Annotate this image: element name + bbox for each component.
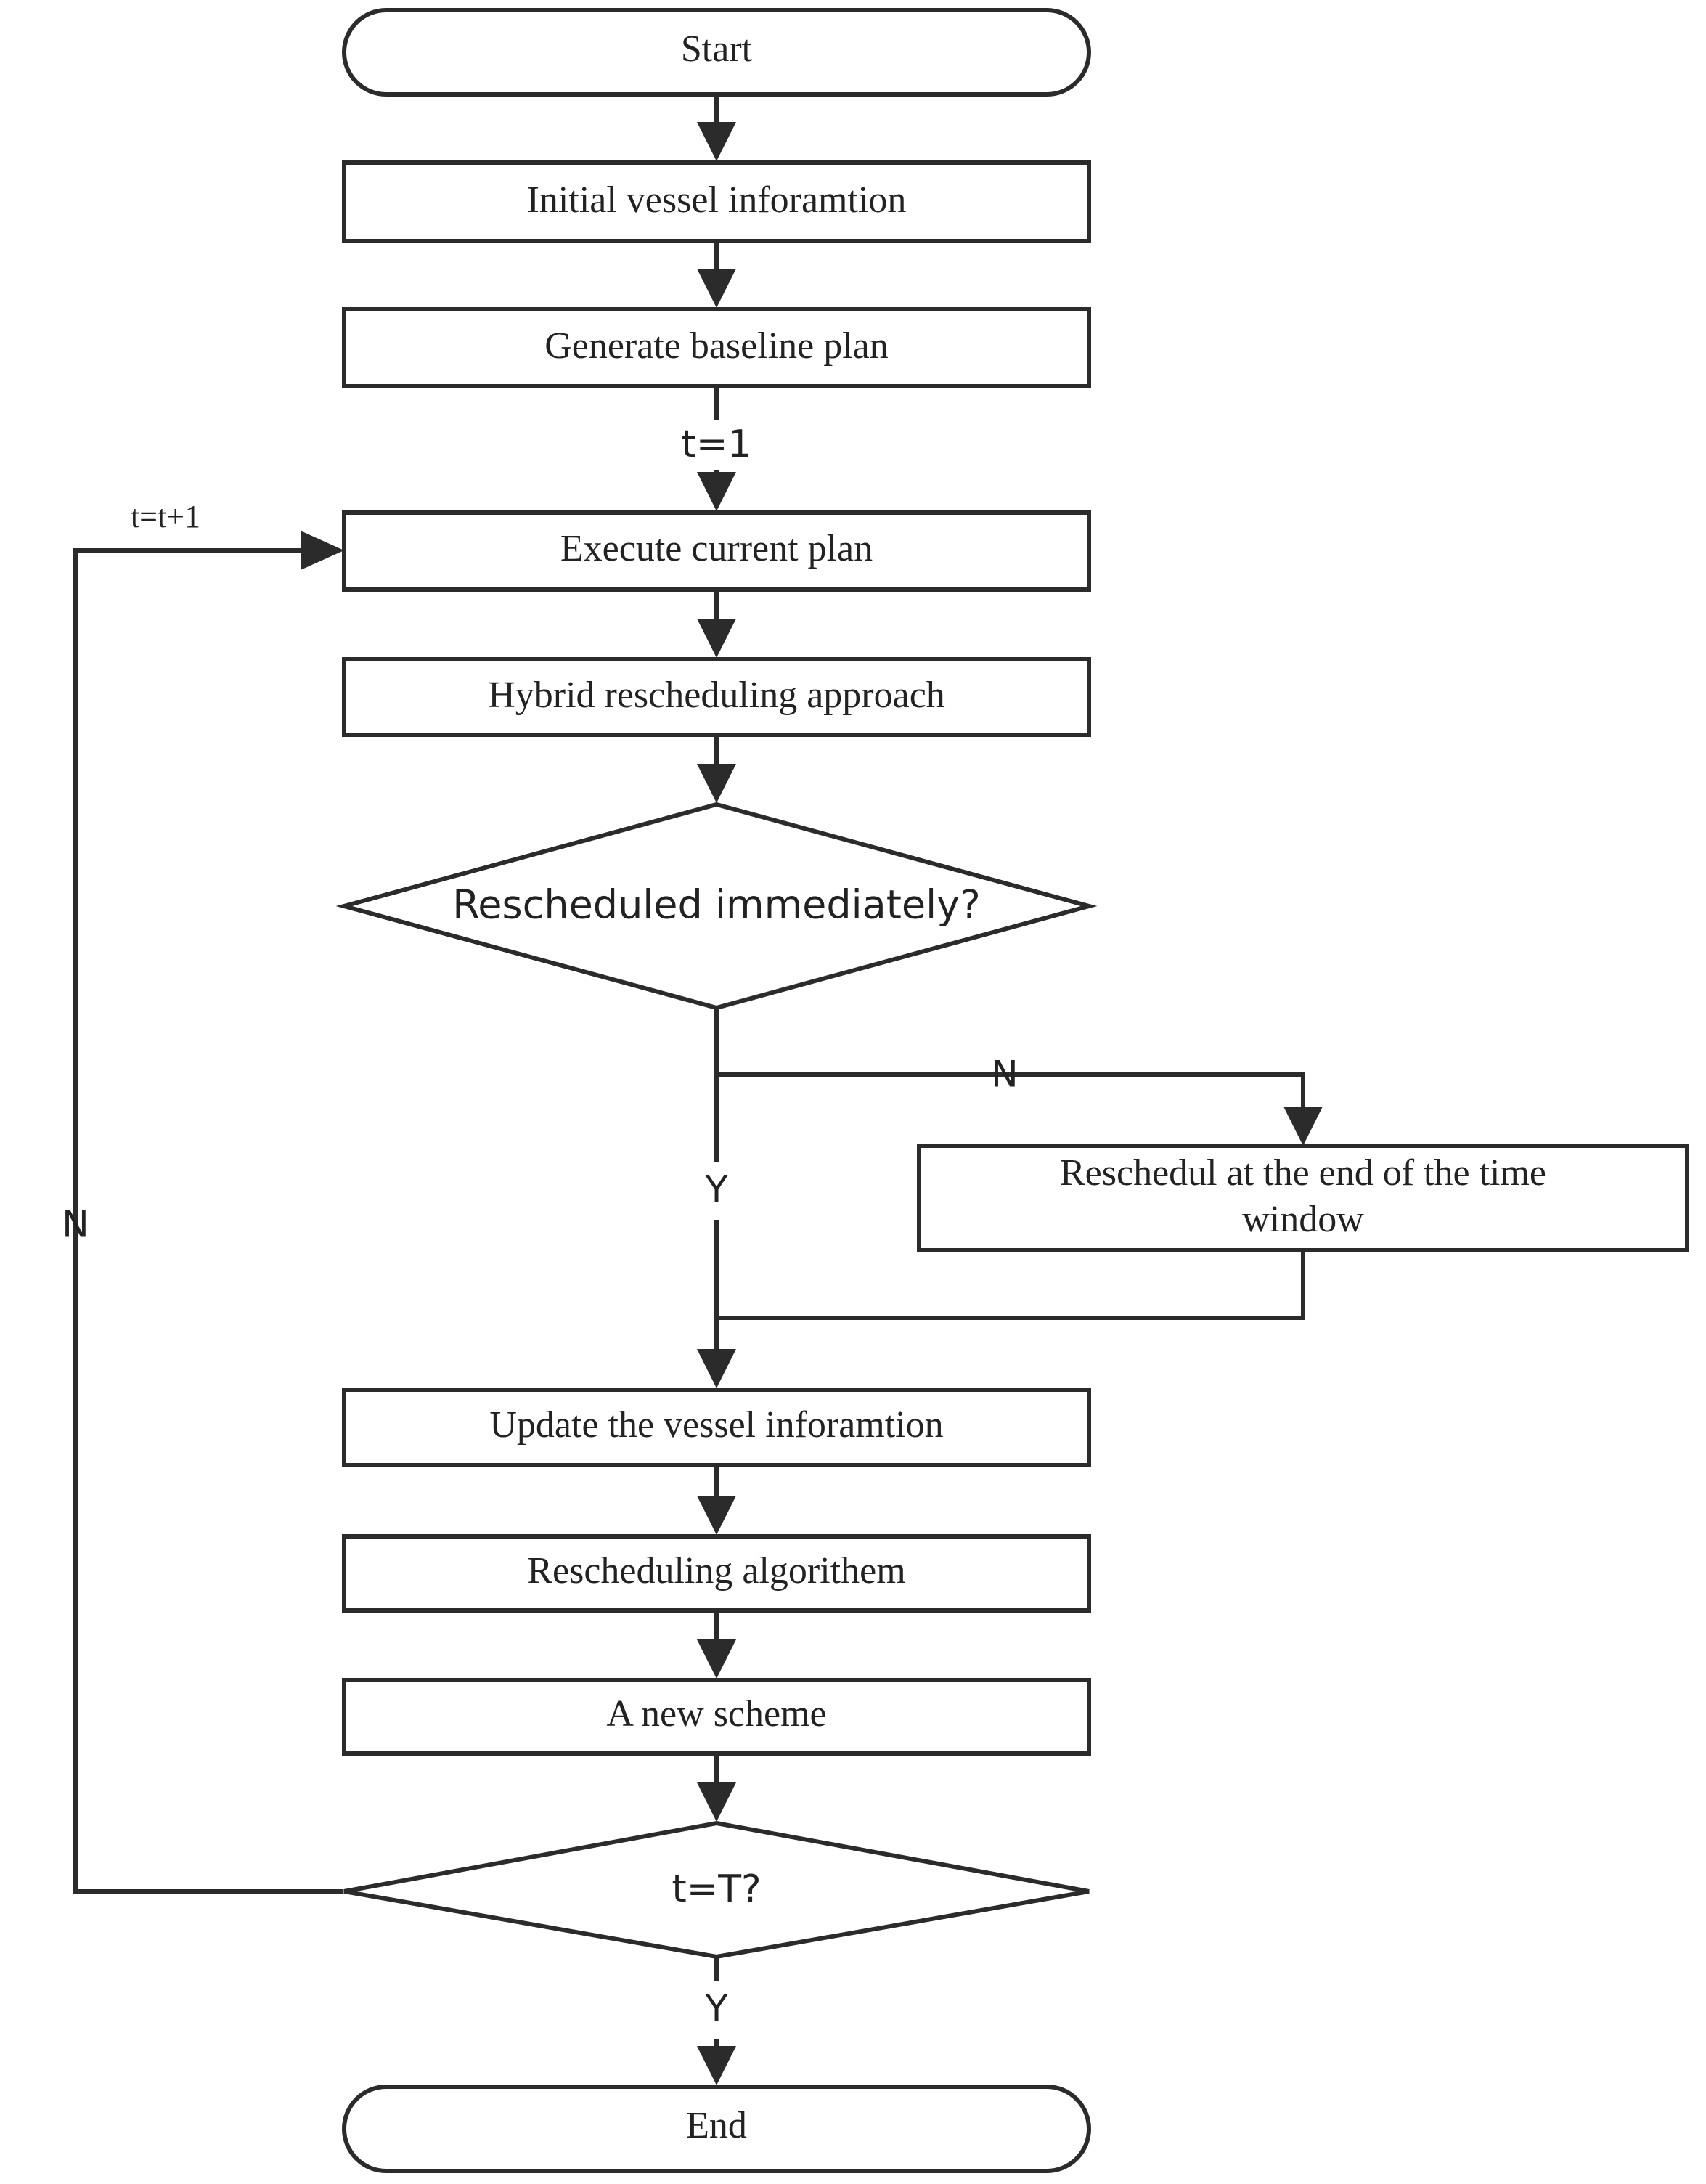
arrowhead-decision-immediate [697,764,736,803]
arrowhead-update [697,1349,736,1388]
arrowhead-loop [301,531,344,570]
arrowhead-algorithm [697,1496,736,1535]
node-new-scheme [342,1678,1091,1756]
node-baseline [342,307,1091,388]
node-end-label: End [686,2105,747,2146]
node-new-scheme-label: A new scheme [606,1693,826,1735]
node-reschedule-end-label-line2: window [1242,1199,1364,1240]
edge-decision-no-branch [717,1072,1305,1108]
node-initial-label: Initial vessel inforamtion [527,179,907,221]
arrowhead-reschedule-end [1283,1107,1323,1146]
edge-label-loop-no: N [62,1204,89,1246]
node-baseline-label: Generate baseline plan [544,325,889,367]
node-algorithm-label: Rescheduling algorithem [527,1550,905,1592]
node-start [342,8,1091,97]
edge-reschedule-return [717,1250,1305,1320]
node-algorithm [342,1534,1091,1613]
node-hybrid-label: Hybrid rescheduling approach [488,675,945,716]
edge-label-t-increment: t=t+1 [131,499,200,534]
node-end [342,2085,1091,2173]
node-decision-t-label: t=T? [672,1867,761,1911]
node-decision-immediate-label: Rescheduled immediately? [452,882,981,928]
node-execute [342,510,1091,592]
node-reschedule-end [917,1144,1689,1252]
edge-label-final-yes: Y [705,1988,728,2030]
node-reschedule-end-label-line1: Reschedul at the end of the time [1060,1152,1546,1194]
arrowhead-scheme [697,1639,736,1679]
node-update-label: Update the vessel inforamtion [489,1404,943,1446]
node-update [342,1388,1091,1467]
node-start-label: Start [681,28,753,70]
node-decision-t [343,1820,1090,1960]
edge-label-immediate-yes: Y [705,1169,728,1211]
edge-label-immediate-no: N [991,1054,1018,1096]
arrowhead-initial [697,122,736,161]
node-initial [342,160,1091,243]
arrowhead-execute [697,472,736,511]
node-execute-label: Execute current plan [560,528,873,569]
arrowhead-baseline [697,269,736,308]
node-decision-immediate [335,802,1098,1011]
arrowhead-hybrid [697,619,736,658]
edge-loop-no [73,548,343,1894]
arrowhead-decision-t [697,1782,736,1822]
edge-label-t-init: t=1 [681,423,751,466]
arrowhead-end [697,2046,736,2085]
node-hybrid [342,657,1091,737]
